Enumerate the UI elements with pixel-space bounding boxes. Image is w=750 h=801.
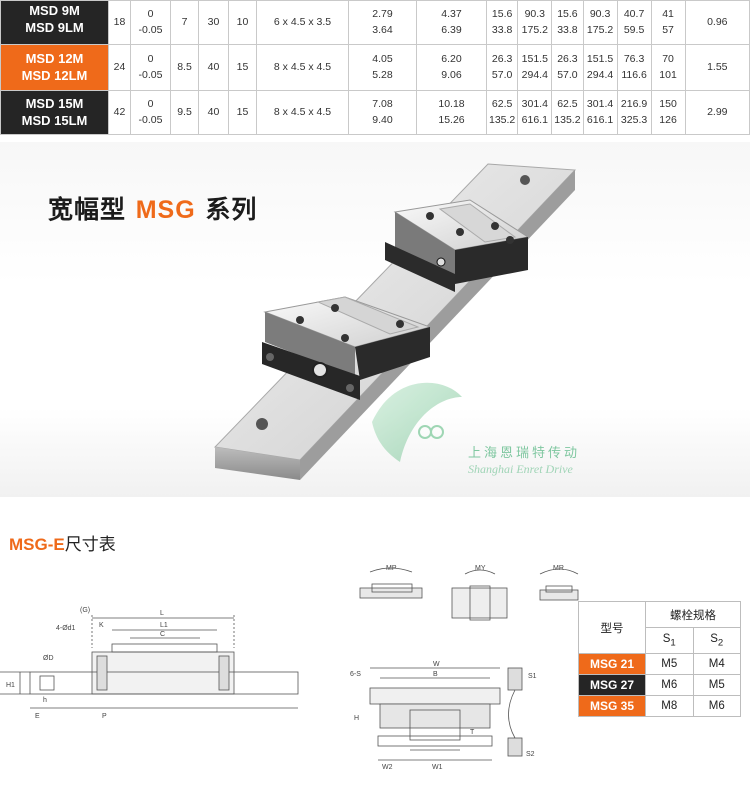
section-title: MSG-E尺寸表	[9, 535, 116, 555]
table-row: MSG 27 M6 M5	[578, 674, 741, 696]
header-model: 型号	[578, 601, 646, 654]
svg-text:ØD: ØD	[43, 655, 54, 662]
svg-text:6-S: 6-S	[350, 671, 361, 678]
svg-text:MR: MR	[553, 565, 564, 572]
svg-text:W2: W2	[382, 764, 393, 771]
product-banner: 宽幅型 MSG 系列 上海恩瑞特传动 Shanghai Enret Drive	[0, 142, 750, 497]
linear-guide-illustration	[213, 163, 577, 480]
svg-text:E: E	[35, 713, 40, 720]
svg-text:L: L	[160, 610, 164, 617]
svg-text:h: h	[43, 697, 47, 704]
svg-text:S1: S1	[528, 673, 537, 680]
svg-text:MP: MP	[386, 565, 397, 572]
rear-carriage	[385, 199, 530, 292]
watermark-company-cn: 上海恩瑞特传动	[468, 446, 581, 461]
bolt-spec-table: 型号 螺栓规格 S1 S2 MSG 21 M5 M4 MSG 27 M6 M5 …	[578, 601, 741, 717]
banner-title: 宽幅型 MSG 系列	[48, 195, 258, 224]
svg-text:H1: H1	[6, 682, 15, 689]
dimension-drawings: (G) 4-Ød1 K L L1 C ØD H1 h E P MP MY MR …	[0, 565, 579, 771]
watermark-company-en: Shanghai Enret Drive	[468, 462, 573, 476]
side-view-drawing	[0, 615, 299, 709]
svg-text:W: W	[433, 661, 440, 668]
svg-text:W1: W1	[432, 764, 443, 771]
watermark-logo	[372, 382, 462, 462]
front-carriage	[262, 296, 432, 400]
cross-section-drawing	[369, 667, 523, 761]
svg-text:MY: MY	[475, 565, 486, 572]
header-bolt-spec: 螺栓规格	[645, 601, 741, 628]
svg-text:S2: S2	[526, 751, 535, 758]
table-row: MSG 35 M8 M6	[578, 695, 741, 717]
header-s2: S2	[692, 627, 741, 654]
moment-diagrams	[359, 567, 579, 621]
svg-text:L1: L1	[160, 622, 168, 629]
svg-text:B: B	[433, 671, 438, 678]
svg-text:K: K	[99, 622, 104, 629]
svg-text:C: C	[160, 631, 165, 638]
table-row: MSG 21 M5 M4	[578, 653, 741, 675]
header-s1: S1	[645, 627, 694, 654]
svg-text:T: T	[470, 729, 475, 736]
svg-text:P: P	[102, 713, 107, 720]
svg-text:(G): (G)	[80, 607, 90, 614]
svg-text:4-Ød1: 4-Ød1	[56, 625, 76, 632]
svg-text:H: H	[354, 715, 359, 722]
